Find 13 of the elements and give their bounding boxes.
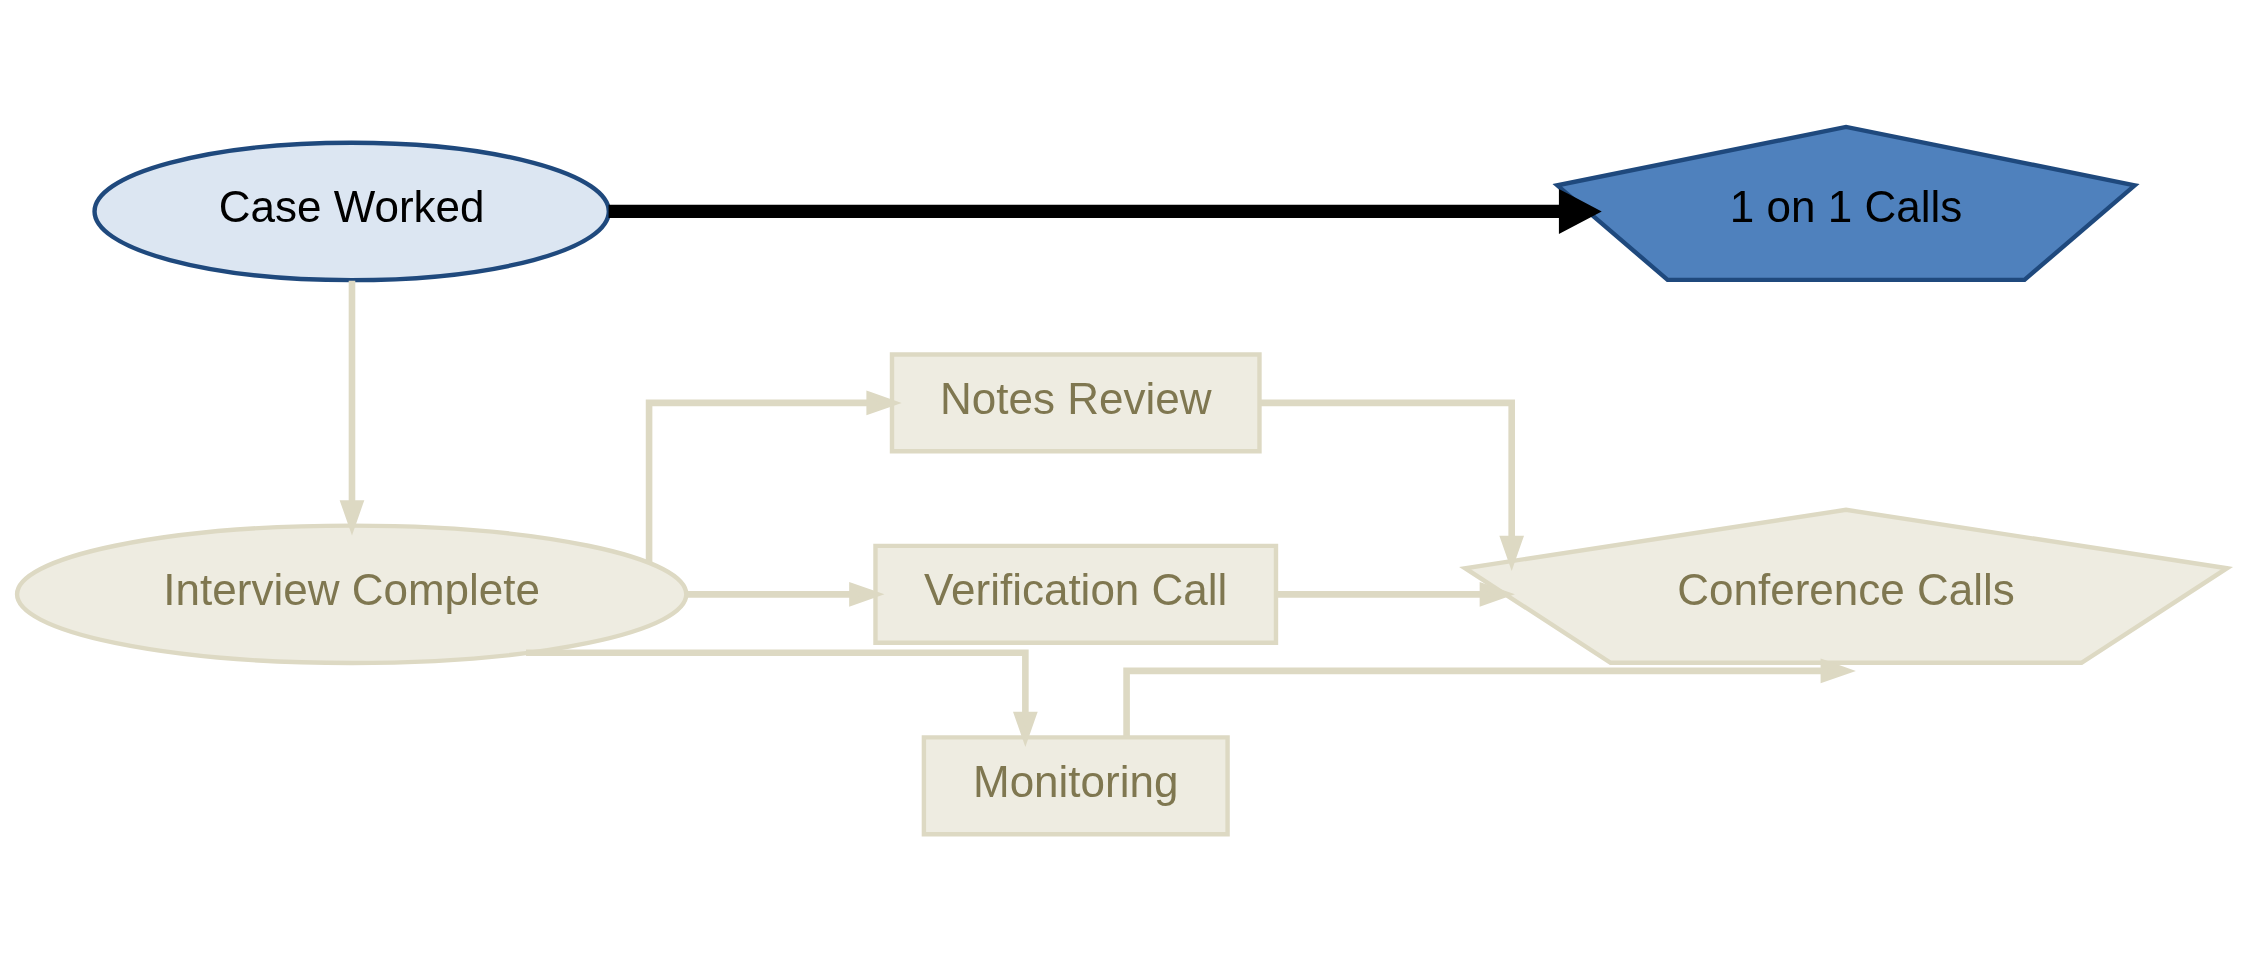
arrow — [645, 390, 902, 563]
arrow — [608, 188, 1602, 234]
arrow — [1260, 399, 1525, 571]
arrow — [339, 280, 365, 536]
arrow — [1276, 581, 1515, 607]
node-box: Verification Call — [873, 543, 1279, 645]
node-box: Monitoring — [921, 735, 1230, 837]
arrow — [687, 581, 885, 607]
arrow — [1123, 658, 1856, 738]
node-ellipse: Interview Complete — [14, 523, 689, 666]
node-box: Notes Review — [889, 352, 1262, 454]
node-ellipse: Case Worked — [92, 140, 612, 283]
arrow — [526, 649, 1038, 747]
